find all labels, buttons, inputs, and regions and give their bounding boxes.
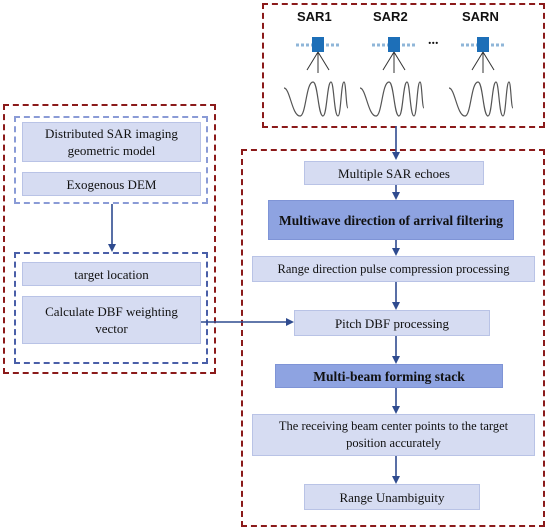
range-compression-box: Range direction pulse compression proces… <box>252 256 535 282</box>
beam-center-box: The receiving beam center points to the … <box>252 414 535 456</box>
sar1-label: SAR1 <box>297 9 332 24</box>
doa-filtering-box: Multiwave direction of arrival filtering <box>268 200 514 240</box>
pitch-dbf-box: Pitch DBF processing <box>294 310 490 336</box>
satellite-ellipsis: ... <box>428 33 439 48</box>
left-outer-frame <box>3 104 216 374</box>
sar-echoes-box: Multiple SAR echoes <box>304 161 484 185</box>
echo-wave-1-icon <box>283 81 349 117</box>
pipeline-frame <box>241 149 545 527</box>
exogenous-dem-box: Exogenous DEM <box>22 172 201 196</box>
sarn-label: SARN <box>462 9 499 24</box>
sar2-label: SAR2 <box>373 9 408 24</box>
satellite-1-icon <box>296 37 340 73</box>
satellite-2-icon <box>372 37 416 73</box>
satellite-n-icon <box>461 37 505 73</box>
multi-beam-stack-box: Multi-beam forming stack <box>275 364 503 388</box>
echo-wave-2-icon <box>359 81 425 117</box>
echo-wave-n-icon <box>448 81 514 117</box>
target-calc-frame <box>14 252 208 364</box>
target-location-box: target location <box>22 262 201 286</box>
range-unambiguity-box: Range Unambiguity <box>304 484 480 510</box>
dbf-weighting-vector-box: Calculate DBF weighting vector <box>22 296 201 344</box>
imaging-model-box: Distributed SAR imaging geometric model <box>22 122 201 162</box>
model-inputs-frame <box>14 116 208 204</box>
satellites-frame <box>262 3 545 128</box>
